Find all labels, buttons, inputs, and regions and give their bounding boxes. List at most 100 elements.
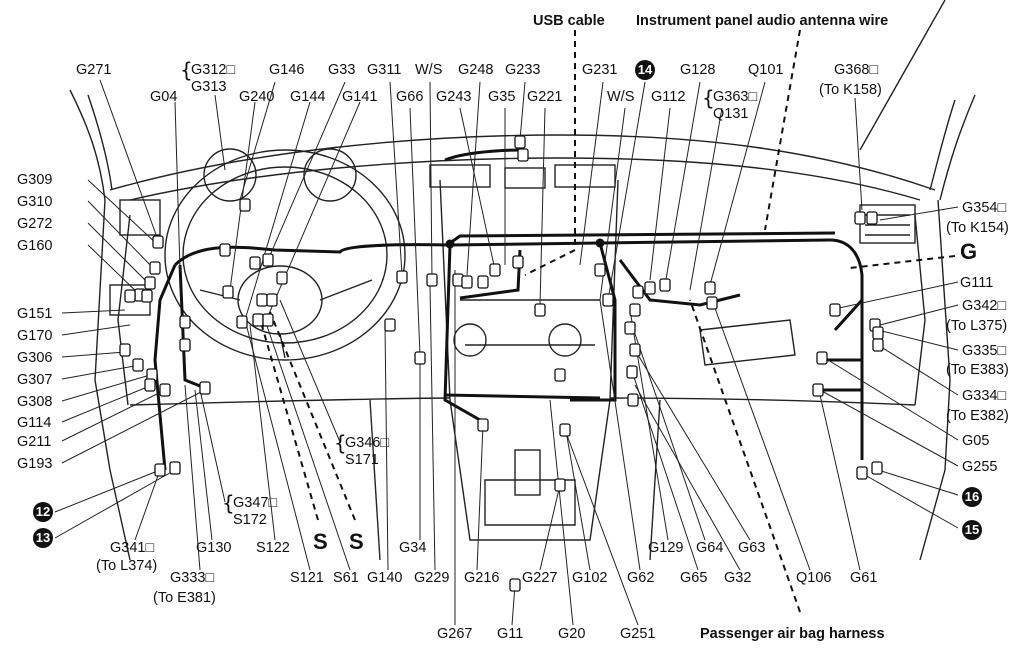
label-G346: G346□ [345, 435, 390, 451]
junction-dot [595, 238, 605, 248]
label-G112: G112 [651, 89, 686, 105]
label-to-L374: (To L374) [96, 558, 158, 574]
connector-plug [132, 358, 144, 372]
connector-plug [414, 351, 426, 365]
label-G341: G341□ [110, 540, 155, 556]
leader-lines [54, 79, 959, 626]
main-harness [153, 148, 864, 471]
label-S121: S121 [290, 570, 324, 586]
connector-plug [199, 381, 211, 395]
label-G216: G216 [464, 570, 500, 586]
connector-plug [659, 278, 671, 292]
label-G354: G354□ [962, 200, 1007, 216]
connector-plug [512, 255, 524, 269]
connector-plug [276, 271, 288, 285]
label-G130: G130 [196, 540, 232, 556]
connector-plug [159, 383, 171, 397]
connector-plug [517, 148, 529, 162]
label-G227: G227 [522, 570, 558, 586]
connector-plug [816, 351, 828, 365]
label-G229: G229 [414, 570, 450, 586]
connector-plug [706, 296, 718, 310]
bracket-icon: { [180, 58, 193, 82]
connector-plug [154, 463, 166, 477]
label-G211: G211 [17, 434, 52, 450]
connector-plug [396, 270, 408, 284]
connector-plug [627, 393, 639, 407]
label-G306: G306 [17, 350, 53, 366]
label-G251: G251 [620, 626, 656, 642]
label-G231: G231 [582, 62, 618, 78]
label-G05: G05 [962, 433, 990, 449]
connector-plug [169, 461, 181, 475]
label-G308: G308 [17, 394, 53, 410]
label-to-K158: (To K158) [819, 82, 882, 98]
label-G140: G140 [367, 570, 403, 586]
connector-group [119, 135, 884, 592]
connector-plug [871, 461, 883, 475]
connector-plug [144, 378, 156, 392]
connector-plug [179, 338, 191, 352]
connector-plug [602, 293, 614, 307]
label-WS-mid: W/S [607, 89, 635, 105]
connector-plug [629, 303, 641, 317]
connector-plug [624, 321, 636, 335]
harness-junctions [445, 238, 605, 249]
label-Q131: Q131 [713, 106, 749, 122]
label-G312: G312□ [191, 62, 236, 78]
label-G141: G141 [342, 89, 378, 105]
connector-plug [559, 423, 571, 437]
connector-plug [829, 303, 841, 317]
label-Q106: Q106 [796, 570, 832, 586]
label-G307: G307 [17, 372, 53, 388]
label-G221: G221 [527, 89, 563, 105]
label-G248: G248 [458, 62, 494, 78]
label-S122: S122 [256, 540, 290, 556]
connector-plug [644, 281, 656, 295]
connector-plug [149, 261, 161, 275]
label-G170: G170 [17, 328, 53, 344]
label-G151: G151 [17, 306, 53, 322]
label-to-E381: (To E381) [153, 590, 216, 606]
label-G313: G313 [191, 79, 227, 95]
label-G160: G160 [17, 238, 53, 254]
bracket-icon: { [334, 431, 347, 455]
usb-cable-callout: USB cable [533, 13, 605, 29]
badge-14: 14 [635, 60, 655, 80]
label-G243: G243 [436, 89, 472, 105]
connector-plug [854, 211, 866, 225]
connector-plug [384, 318, 396, 332]
label-G129: G129 [648, 540, 684, 556]
label-G368: G368□ [834, 62, 879, 78]
connector-plug [262, 313, 274, 327]
connector-plug [152, 235, 164, 249]
label-G63: G63 [738, 540, 766, 556]
label-G64: G64 [696, 540, 724, 556]
connector-plug [514, 135, 526, 149]
connector-plug [477, 275, 489, 289]
connector-plug [856, 466, 868, 480]
junction-dot [445, 239, 455, 249]
label-to-E383: (To E383) [946, 362, 1009, 378]
label-S-big-1: S [313, 529, 328, 554]
label-G335: G335□ [962, 343, 1007, 359]
dashboard-outline [69, 0, 976, 561]
label-G271: G271 [76, 62, 112, 78]
connector-plug [124, 289, 136, 303]
connector-plug [554, 368, 566, 382]
label-G33: G33 [328, 62, 356, 78]
connector-plug [219, 243, 231, 257]
label-G363: G363□ [713, 89, 758, 105]
connector-plug [704, 281, 716, 295]
antenna-wire-callout: Instrument panel audio antenna wire [636, 13, 889, 29]
label-G311: G311 [367, 62, 402, 78]
connector-plug [594, 263, 606, 277]
connector-plug [554, 478, 566, 492]
connector-plug [239, 198, 251, 212]
connector-plug [534, 303, 546, 317]
connector-plug [262, 253, 274, 267]
connector-plug [509, 578, 521, 592]
callout-dashed-lines [257, 29, 956, 613]
label-G334: G334□ [962, 388, 1007, 404]
label-G310: G310 [17, 194, 53, 210]
